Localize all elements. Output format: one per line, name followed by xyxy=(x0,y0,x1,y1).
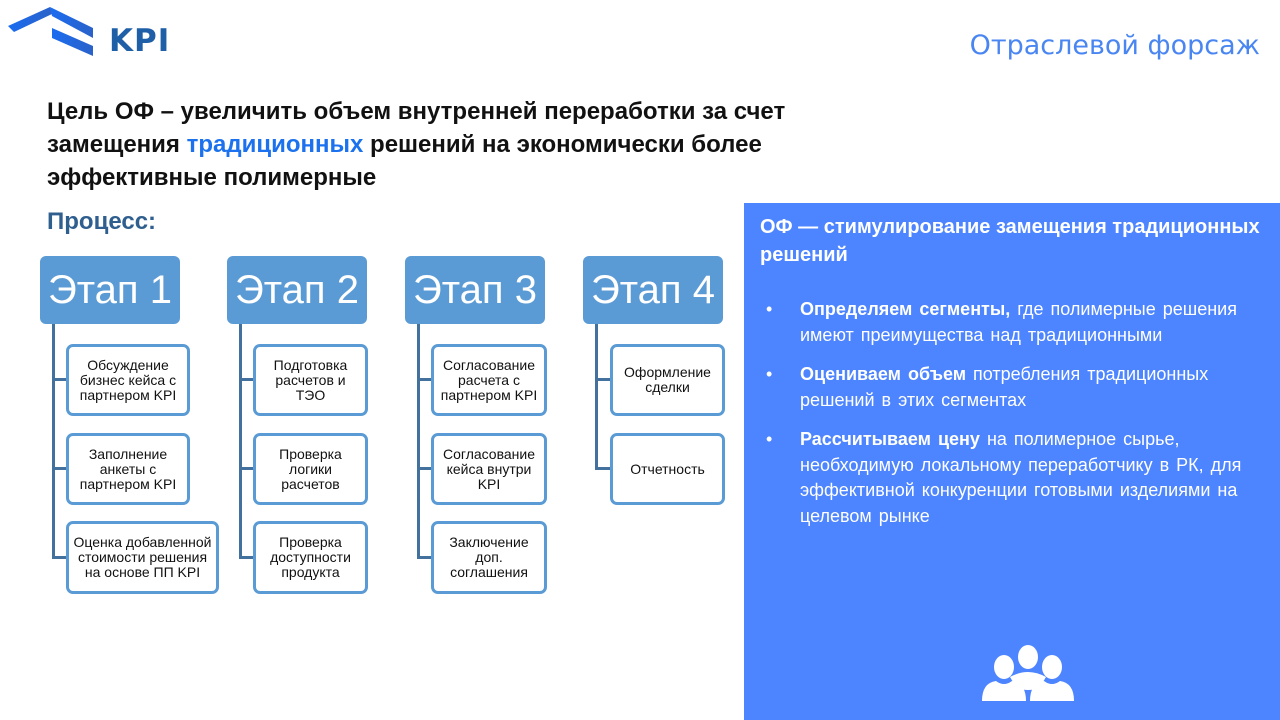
people-group-icon xyxy=(982,645,1074,701)
connector-branch xyxy=(239,467,254,470)
bullet-text: потребления традиционных решений в этих … xyxy=(800,364,1209,410)
connector-branch xyxy=(417,378,432,381)
goal-statement: Цель ОФ – увеличить объем внутренней пер… xyxy=(47,95,847,194)
stage-4-header: Этап 4 xyxy=(583,256,723,324)
process-label: Процесс: xyxy=(47,208,157,235)
brand-title: Отраслевой форсаж xyxy=(969,30,1260,61)
bullet-bold: Оцениваем объем xyxy=(800,364,967,384)
bullet-list: • Определяем сегменты, где полимерные ре… xyxy=(766,297,1246,543)
stage-1-connector xyxy=(52,324,55,558)
step-box: Проверка логики расчетов xyxy=(253,433,368,505)
step-box: Оценка добавленной стоимости решения на … xyxy=(66,521,219,594)
bullet-item: • Рассчитываем цену на полимерное сырье,… xyxy=(766,427,1246,529)
connector-branch xyxy=(595,378,611,381)
step-box: Согласование расчета с партнером KPI xyxy=(431,344,547,416)
goal-text-1: Цель ОФ – увеличить объем внутренней пер… xyxy=(47,98,786,158)
goal-text-2: решений на экономически более эффективны… xyxy=(47,131,762,191)
stage-1-header: Этап 1 xyxy=(40,256,180,324)
connector-branch xyxy=(417,556,432,559)
roof-chevron-icon xyxy=(8,7,93,56)
bullet-item: • Определяем сегменты, где полимерные ре… xyxy=(766,297,1246,348)
step-box: Отчетность xyxy=(610,433,725,505)
goal-highlight: традиционных xyxy=(186,131,364,158)
connector-branch xyxy=(52,556,67,559)
connector-branch xyxy=(239,556,254,559)
step-box: Подготовка расчетов и ТЭО xyxy=(253,344,368,416)
bullet-bold: Рассчитываем цену xyxy=(800,429,980,449)
step-box: Заключение доп. соглашения xyxy=(431,521,547,594)
bullet-icon: • xyxy=(766,364,773,384)
panel-title: ОФ — стимулирование замещения традиционн… xyxy=(760,216,1260,266)
step-box: Заполнение анкеты с партнером KPI xyxy=(66,433,190,505)
connector-branch xyxy=(52,378,67,381)
bullet-text: где полимерные решения имеют преимуществ… xyxy=(800,299,1237,345)
step-box: Оформление сделки xyxy=(610,344,725,416)
stage-3-connector xyxy=(417,324,420,558)
kpi-logo: KPI xyxy=(8,6,188,59)
connector-branch xyxy=(239,378,254,381)
info-panel: ОФ — стимулирование замещения традиционн… xyxy=(744,203,1280,720)
step-box: Обсуждение бизнес кейса с партнером KPI xyxy=(66,344,190,416)
bullet-item: • Оцениваем объем потребления традиционн… xyxy=(766,362,1246,413)
bullet-bold: Определяем сегменты, xyxy=(800,299,1011,319)
step-box: Согласование кейса внутри KPI xyxy=(431,433,547,505)
bullet-icon: • xyxy=(766,429,773,449)
stage-4-connector xyxy=(595,324,598,469)
connector-branch xyxy=(595,467,611,470)
bullet-icon: • xyxy=(766,299,773,319)
stage-2-connector xyxy=(239,324,242,558)
stage-2-header: Этап 2 xyxy=(227,256,367,324)
bullet-text: на полимерное сырье, необходимую локальн… xyxy=(800,429,1242,526)
connector-branch xyxy=(417,467,432,470)
connector-branch xyxy=(52,467,67,470)
logo-text: KPI xyxy=(109,23,171,59)
step-box: Проверка доступности продукта xyxy=(253,521,368,594)
stage-3-header: Этап 3 xyxy=(405,256,545,324)
